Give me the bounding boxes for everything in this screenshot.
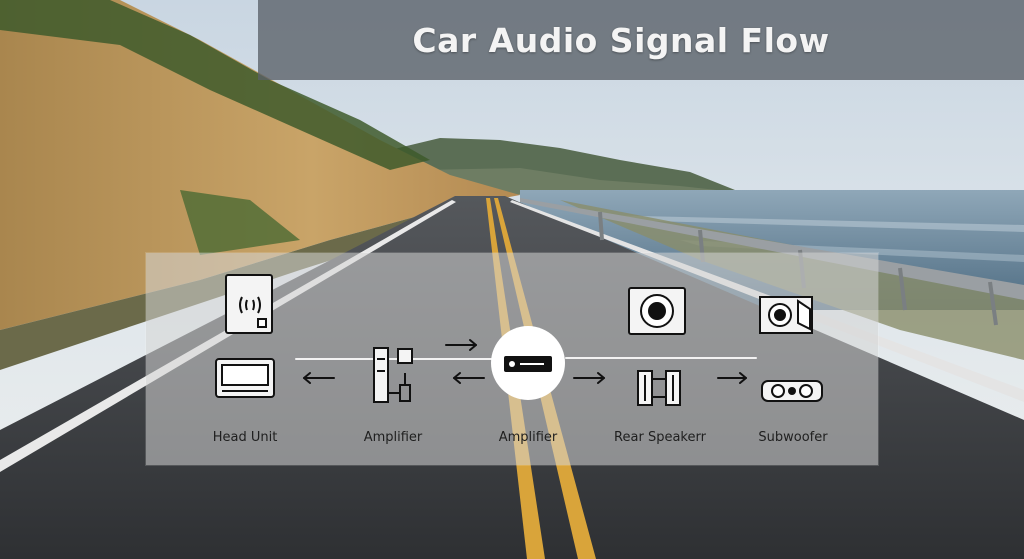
arrow-right-icon [717, 372, 747, 384]
signal-flow-diagram [215, 274, 823, 406]
label-subwoofer: Subwoofer [758, 430, 828, 445]
arrow-left-icon [453, 372, 485, 384]
amplifier-rack-icon [373, 347, 413, 403]
label-rear-speaker: Rear Speakerr [614, 430, 706, 445]
label-head-unit: Head Unit [212, 430, 278, 445]
speaker-cabinet-icon [628, 287, 686, 335]
arrow-right-icon [573, 372, 605, 384]
label-amplifier-1: Amplifier [363, 430, 423, 445]
radio-icon [215, 358, 275, 398]
arrow-left-icon [303, 372, 335, 384]
subwoofer-pod-icon [761, 380, 823, 402]
amplifier-box-icon [491, 326, 565, 400]
twin-speaker-icon [637, 370, 681, 406]
page-title: Car Audio Signal Flow [412, 20, 830, 60]
label-amplifier-2: Amplifier [498, 430, 558, 445]
phone-wave-icon [225, 274, 273, 334]
title-band: Car Audio Signal Flow [258, 0, 1024, 80]
arrow-right-icon [445, 339, 477, 351]
subwoofer-box-icon [759, 296, 813, 334]
signal-flow-panel [146, 253, 878, 465]
